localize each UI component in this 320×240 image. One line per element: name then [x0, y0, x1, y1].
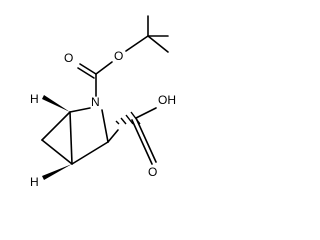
- bond-carbonyl-double-b: [77, 67, 95, 79]
- atom-ester-oxygen: O: [114, 49, 123, 63]
- wedge-bond-top: [42, 95, 70, 112]
- bond-carbonyl-double-a: [79, 63, 97, 75]
- bond-c5-c4: [71, 141, 109, 165]
- bond-ester-o-carbonyl: [95, 61, 113, 75]
- bond-tbu-methyl-3: [147, 35, 169, 53]
- bond-acid-co-b: [131, 119, 153, 165]
- atom-acid-carbonyl-oxygen: O: [148, 165, 157, 179]
- bond-c1-c5: [69, 111, 73, 165]
- bond-c1-c6: [41, 111, 71, 141]
- atom-nitrogen: N: [91, 95, 100, 109]
- atom-acid-hydroxyl: OH: [158, 93, 176, 107]
- bond-n-c3: [101, 109, 109, 143]
- bond-c5-c6: [41, 139, 73, 165]
- bond-n-c1: [69, 107, 91, 113]
- bond-tbu-ester-o: [125, 35, 149, 52]
- wedge-bond-bottom: [42, 164, 72, 180]
- bond-acid-co-a: [135, 117, 157, 163]
- bond-c3-c4-link: [107, 129, 119, 143]
- atom-h-bottom: H: [30, 175, 39, 189]
- bond-acid-oh: [135, 107, 157, 119]
- molecule-structure: O O N OH O H H: [30, 15, 176, 189]
- atom-carbonyl-oxygen: O: [64, 51, 73, 65]
- atom-h-top: H: [30, 92, 39, 106]
